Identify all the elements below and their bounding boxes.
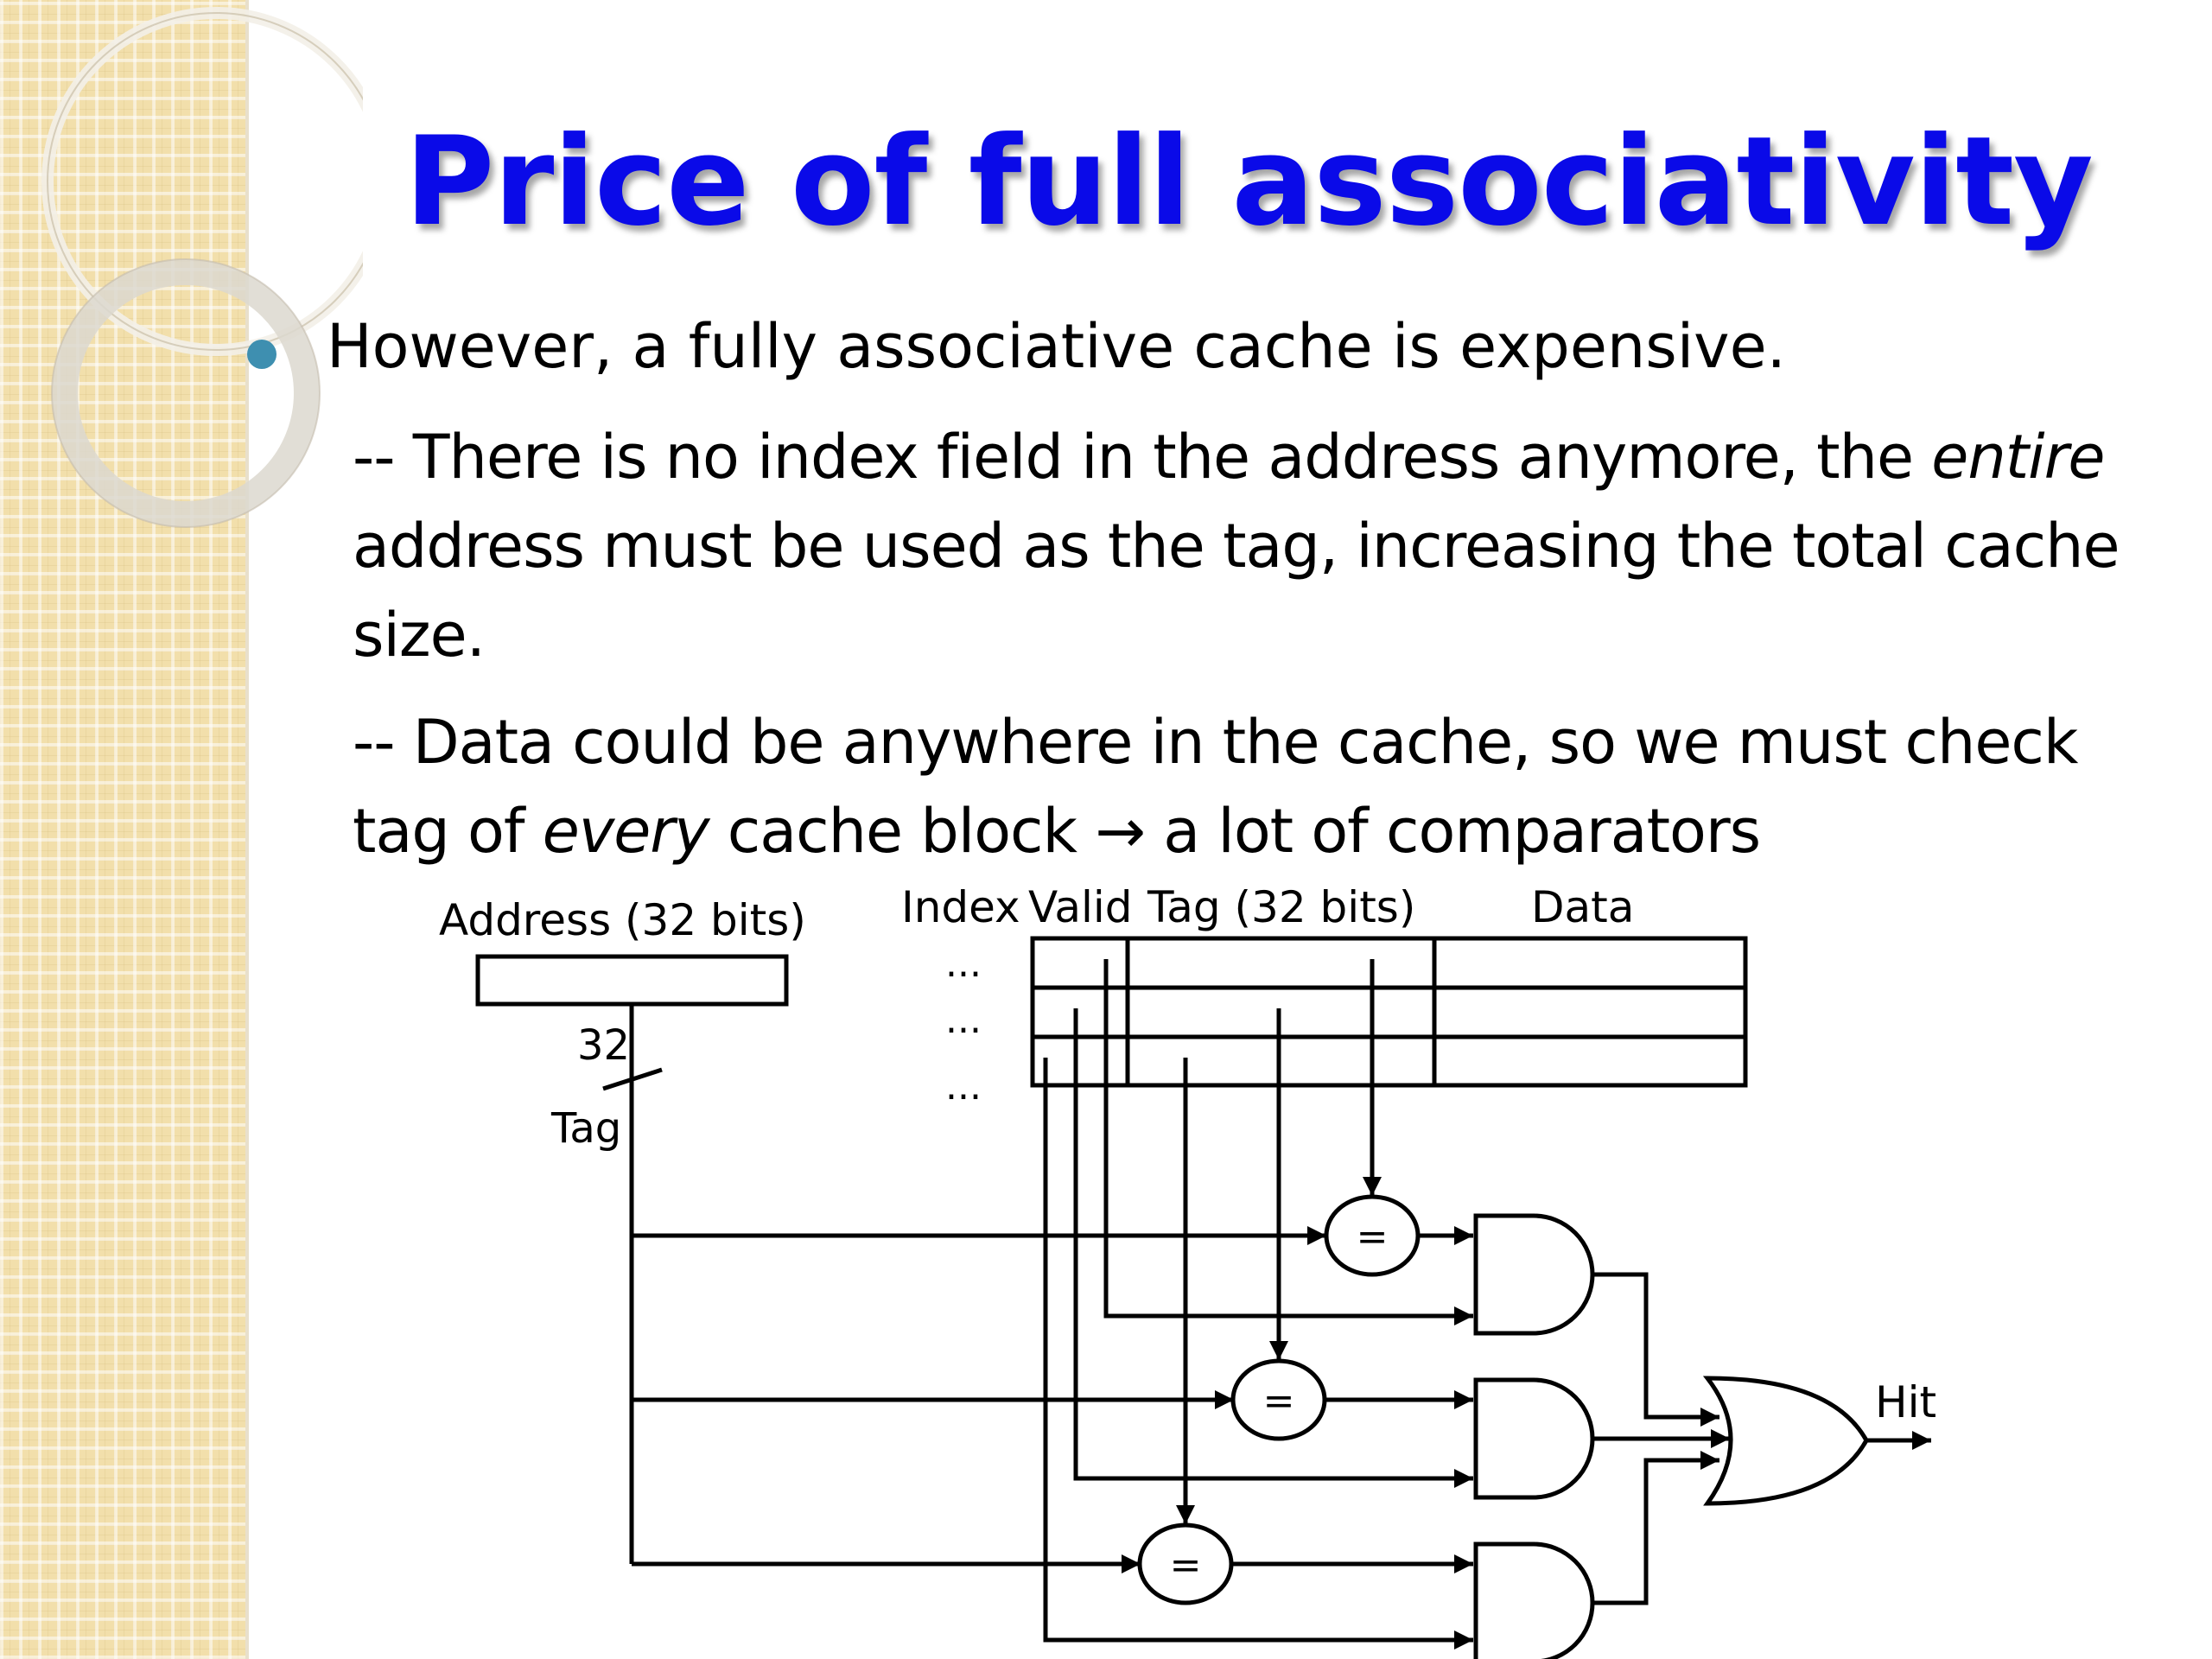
cache-table — [1030, 936, 1748, 1088]
and-gate-1 — [1473, 1213, 1595, 1336]
bus-width-label: 32 — [577, 1021, 630, 1070]
sub-point-2-line-2-mid: cache block — [709, 796, 1096, 867]
sub-point-2-line-2-end: a lot of comparators — [1144, 796, 1761, 867]
comparator-3-symbol: = — [1170, 1543, 1202, 1587]
sub-point-1-line-1: -- There is no index field in the addres… — [353, 422, 2105, 493]
index-ellipsis-2: ... — [945, 998, 982, 1042]
sub-point-1-line-3: size. — [353, 600, 486, 671]
comparator-1-symbol: = — [1357, 1215, 1389, 1259]
sub-point-1-line-1-text: -- There is no index field in the addres… — [353, 422, 1932, 493]
sidebar-edge — [245, 0, 249, 1659]
bus-width-slash — [602, 1067, 663, 1091]
slide-title: Price of full associativity — [404, 111, 2093, 253]
right-arrow-icon: → — [1095, 796, 1146, 867]
and-gate-3 — [1473, 1541, 1595, 1659]
emphasis-entire: entire — [1931, 422, 2105, 493]
and-gate-2 — [1473, 1377, 1595, 1500]
hit-label: Hit — [1875, 1377, 1936, 1427]
index-column-label: Index — [901, 882, 1020, 932]
valid-tap-3 — [1043, 1058, 1473, 1649]
sub-point-2-line-2-text: tag of — [353, 796, 543, 867]
and-3-output — [1592, 1451, 1719, 1605]
sub-point-2-line-1: -- Data could be anywhere in the cache, … — [353, 707, 2078, 778]
tag-column-label: Tag (32 bits) — [1147, 882, 1415, 932]
valid-tap-1 — [1103, 959, 1473, 1325]
and-1-output — [1592, 1272, 1719, 1427]
tag-label: Tag — [550, 1104, 621, 1153]
data-column-label: Data — [1531, 882, 1634, 932]
sub-point-2-line-2: tag of every cache block → a lot of comp… — [353, 796, 1761, 867]
or-gate — [1702, 1376, 1869, 1506]
address-label: Address (32 bits) — [439, 895, 806, 945]
comparator-2-symbol: = — [1263, 1379, 1295, 1423]
bullet-dot-icon — [247, 340, 276, 369]
valid-tap-2 — [1073, 1008, 1473, 1488]
index-ellipsis-3: ... — [945, 1065, 982, 1109]
decorative-rings — [41, 7, 363, 528]
bullet-text: However, a fully associative cache is ex… — [327, 311, 1786, 382]
valid-column-label: Valid — [1028, 882, 1132, 932]
index-ellipsis-1: ... — [945, 942, 982, 986]
sub-point-1-line-2: address must be used as the tag, increas… — [353, 511, 2120, 582]
emphasis-every: every — [542, 796, 710, 867]
address-register — [475, 954, 789, 1007]
